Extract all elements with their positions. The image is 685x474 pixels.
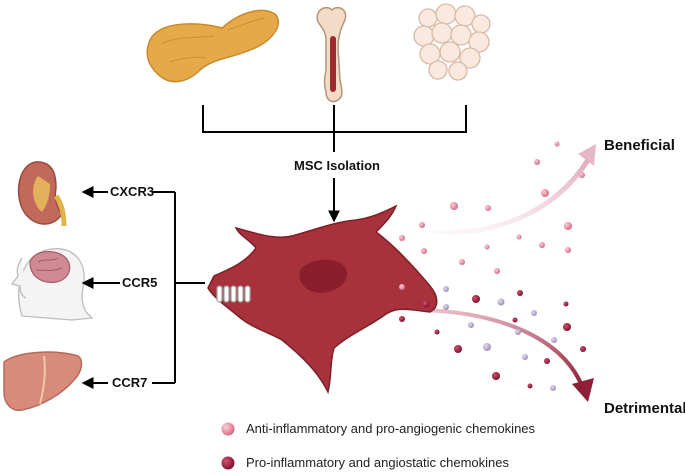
legend-anti-inflammatory: Anti-inflammatory and pro-angiogenic che… [246, 421, 536, 436]
isolation-bracket [202, 105, 467, 223]
msc-cell [207, 204, 438, 395]
receptor-bracket [81, 186, 205, 389]
detrimental-label: Detrimental [604, 400, 685, 417]
brain-head-icon [10, 248, 94, 321]
receptor-ccr7-label: CCR7 [112, 375, 148, 390]
bone-icon [316, 6, 347, 103]
liver-icon [3, 351, 83, 412]
pancreas-icon [146, 9, 280, 83]
legend-pink-dot [221, 422, 235, 436]
receptor-ccr5-label: CCR5 [122, 275, 158, 290]
chemokine-dots [399, 141, 586, 391]
beneficial-arrow [431, 158, 591, 235]
beneficial-arrow-head [578, 144, 596, 166]
detrimental-arrow [419, 308, 584, 387]
receptor-cxcr3-label: CXCR3 [110, 184, 155, 199]
adipose-tissue-icon [413, 3, 491, 81]
beneficial-label: Beneficial [604, 137, 675, 154]
detrimental-arrow-head [572, 378, 594, 402]
kidney-icon [17, 161, 67, 227]
legend-dark-dot [221, 456, 235, 470]
legend-pro-inflammatory: Pro-inflammatory and angiostatic chemoki… [246, 455, 510, 470]
msc-isolation-label: MSC Isolation [294, 158, 380, 173]
